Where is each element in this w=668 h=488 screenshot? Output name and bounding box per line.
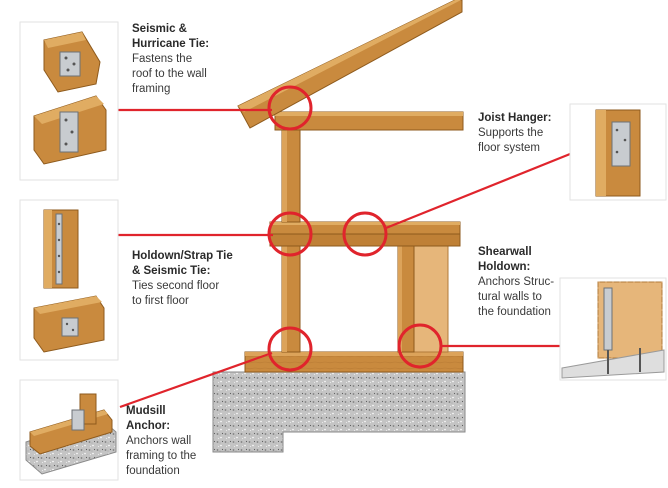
callout-circle-mudsill [267, 326, 313, 372]
shearwall-holdown-desc-2: tural walls to [478, 291, 542, 303]
callout-circle-shearwall [397, 323, 443, 369]
joist-hanger-illustration [569, 103, 667, 201]
seismic-tie-desc-1: Fastens the [132, 53, 193, 65]
shearwall-holdown-desc-3: the foundation [478, 306, 551, 318]
joist-hanger-desc-2: floor system [478, 142, 540, 154]
seismic-tie-label: Seismic & Hurricane Tie: Fastens the roo… [132, 22, 209, 97]
shearwall-holdown-title-2: Holdown: [478, 261, 531, 273]
seismic-tie-title-1: Seismic & [132, 23, 187, 35]
seismic-tie-title-2: Hurricane Tie: [132, 38, 210, 50]
concrete-foundation [212, 371, 466, 453]
holdown-strap-title-1: Holdown/Strap Tie [132, 250, 233, 262]
callout-line-joist [385, 150, 576, 230]
joist-hanger-desc-1: Supports the [478, 127, 544, 139]
callout-lines [118, 108, 576, 409]
seismic-tie-desc-2: roof to the wall [132, 68, 207, 80]
holdown-strap-desc-1: Ties second floor [132, 280, 220, 292]
mudsill-anchor-label: Mudsill Anchor: Anchors wall framing to … [126, 404, 196, 479]
mudsill-anchor-desc-3: foundation [126, 465, 180, 477]
mudsill-anchor-title-1: Mudsill [126, 405, 166, 417]
roof-rafter [237, 0, 463, 129]
shearwall-holdown-title-1: Shearwall [478, 246, 532, 258]
mudsill-anchor-desc-2: framing to the [126, 450, 197, 462]
holdown-strap-desc-2: to first floor [132, 295, 189, 307]
shearwall-holdown-label: Shearwall Holdown: Anchors Struc- tural … [478, 245, 554, 320]
holdown-strap-illustration [19, 199, 119, 361]
callout-circle-joist [342, 211, 388, 257]
joist-hanger-title: Joist Hanger: [478, 112, 552, 124]
callout-circles [267, 85, 443, 372]
wall-framing [237, 0, 464, 373]
joist-hanger-label: Joist Hanger: Supports the floor system [478, 111, 552, 156]
seismic-tie-desc-3: framing [132, 83, 171, 95]
holdown-strap-title-2: & Seismic Tie: [132, 265, 211, 277]
mudsill-anchor-title-2: Anchor: [126, 420, 171, 432]
seismic-tie-illustration [19, 21, 119, 181]
callout-circle-holdown [267, 211, 313, 257]
mudsill-anchor-desc-1: Anchors wall [126, 435, 192, 447]
shearwall-holdown-illustration [559, 277, 667, 381]
callout-circle-seismic [267, 85, 313, 131]
mudsill-anchor-illustration [19, 379, 119, 481]
holdown-strap-label: Holdown/Strap Tie & Seismic Tie: Ties se… [132, 249, 233, 309]
callout-line-mudsill [119, 351, 273, 409]
shearwall-holdown-desc-1: Anchors Struc- [478, 276, 555, 288]
shearwall-sheathing [411, 245, 449, 353]
